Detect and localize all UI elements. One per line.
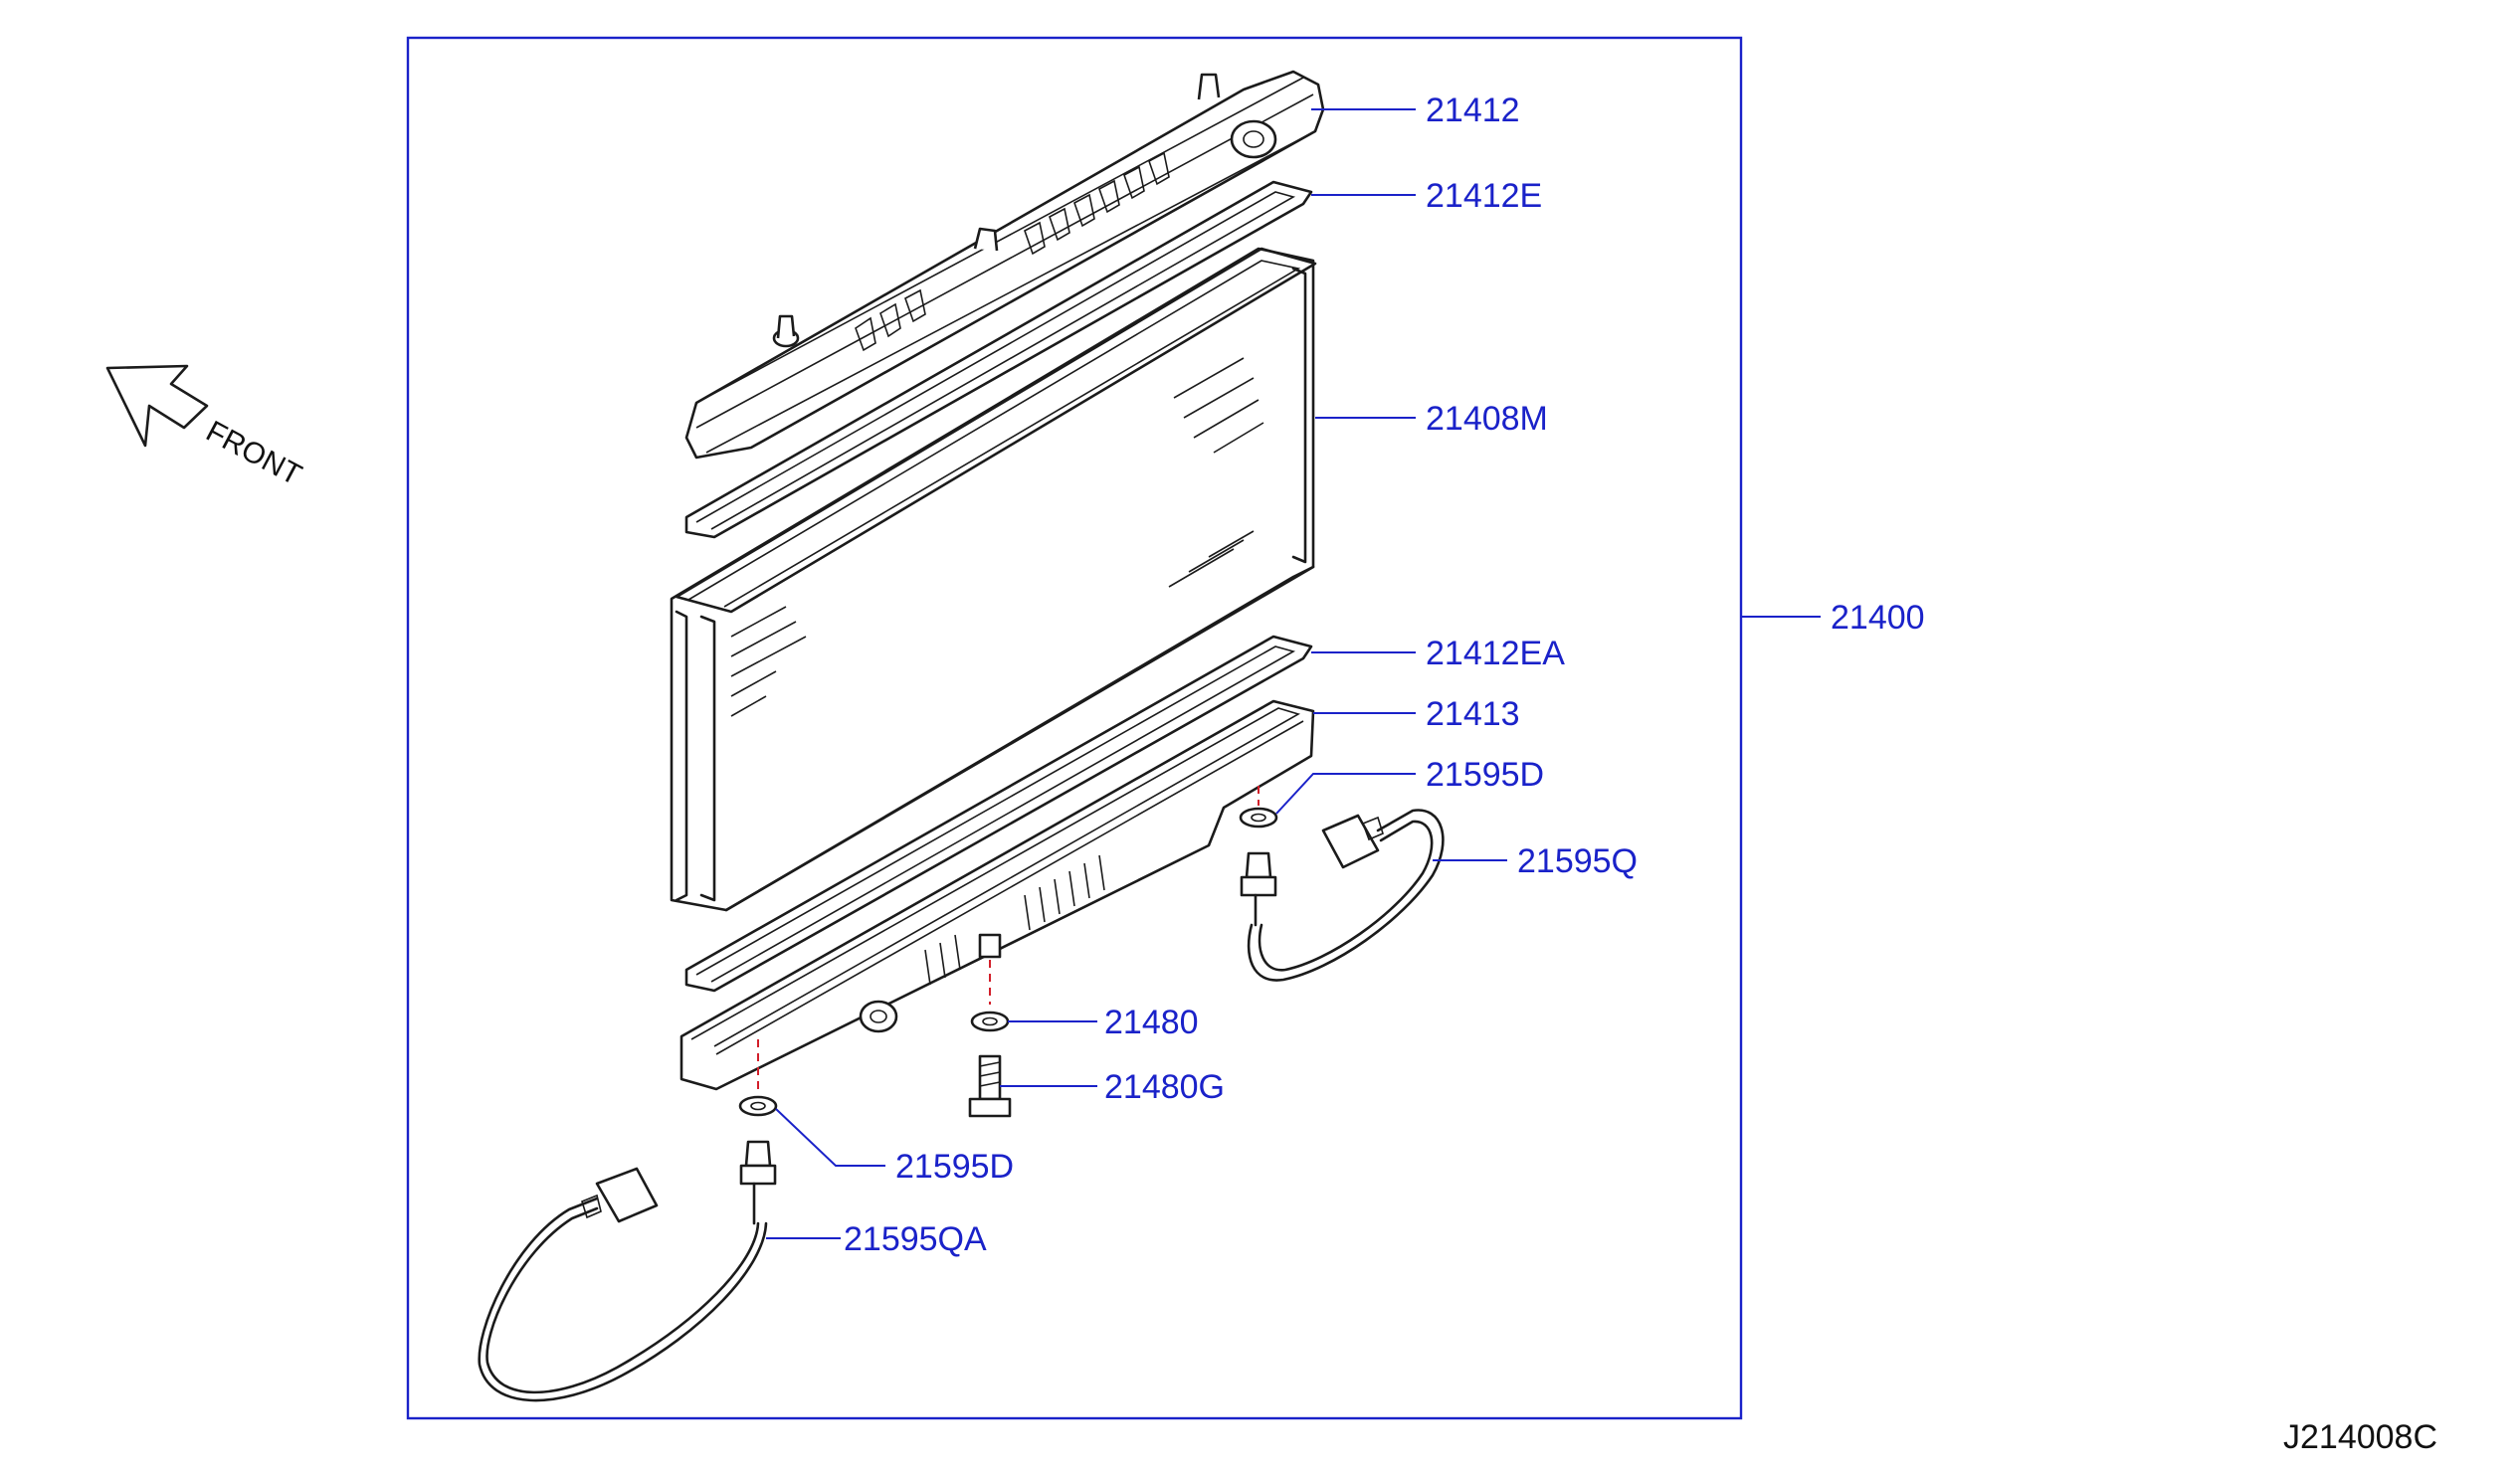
upper-gasket — [684, 180, 1313, 539]
drain-washer — [970, 1011, 1010, 1032]
leader-21595d-left — [775, 1108, 885, 1167]
sensor-harness-left — [478, 1140, 777, 1402]
callout-21595qa: 21595QA — [844, 1220, 987, 1258]
callout-21595d-left: 21595D — [895, 1148, 1014, 1186]
front-label: FRONT — [201, 415, 307, 492]
callout-21480: 21480 — [1104, 1004, 1199, 1041]
callout-21595q: 21595Q — [1517, 842, 1638, 880]
lower-gasket — [684, 635, 1313, 993]
upper-tank — [684, 70, 1325, 460]
callout-21595d-right: 21595D — [1426, 756, 1544, 794]
leader-lines — [766, 108, 1821, 1239]
callout-21412: 21412 — [1426, 92, 1520, 129]
sensor-washer-left — [738, 1095, 778, 1117]
callout-21480g: 21480G — [1104, 1068, 1225, 1106]
radiator-core — [670, 247, 1317, 912]
callout-21400: 21400 — [1831, 599, 1925, 637]
core-fin-hatching — [730, 357, 1264, 717]
front-arrow-icon: FRONT — [105, 364, 307, 492]
callout-21412ea: 21412EA — [1426, 635, 1565, 672]
callout-labels: 21412 21412E 21408M 21400 21412EA 21413 … — [844, 92, 1925, 1258]
drain-plug — [968, 1054, 1012, 1118]
leader-21595d-right — [1275, 773, 1416, 815]
callout-21413: 21413 — [1426, 695, 1520, 733]
lower-tank-ribs — [924, 854, 1105, 986]
assembly-frame — [406, 36, 1743, 1420]
upper-tank-ribs — [855, 151, 1170, 352]
sensor-washer-right — [1239, 807, 1278, 829]
reference-code: J214008C — [2283, 1418, 2437, 1456]
sensor-harness-right — [1240, 809, 1445, 982]
callout-21408m: 21408M — [1426, 400, 1548, 438]
lower-tank — [679, 699, 1315, 1091]
callout-21412e: 21412E — [1426, 177, 1542, 215]
